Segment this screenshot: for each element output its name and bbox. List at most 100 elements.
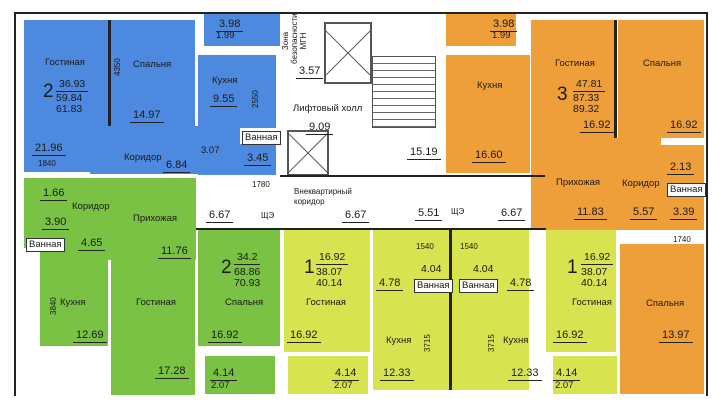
area-value: 1.99 — [216, 30, 235, 41]
apt-yellow-right-living-room — [546, 230, 616, 352]
room-count: 2 — [43, 81, 54, 102]
area-value: 3.39 — [670, 207, 698, 220]
room-label: Спальня — [646, 298, 685, 309]
room-label: Лифтовый холл — [293, 103, 363, 114]
apt-green-living-room — [111, 260, 195, 395]
apt-orange-bedroom-2 — [620, 244, 704, 394]
apt-yellow-left-living-room — [284, 230, 370, 352]
area-value: 4.04 — [473, 263, 494, 275]
area-value: 16.92 — [553, 330, 587, 343]
area-value: 14.97 — [130, 110, 164, 123]
wall — [14, 12, 16, 396]
room-label: Прихожая — [556, 177, 601, 188]
apt-orange-balcony — [446, 14, 516, 46]
apt-yellow-left-balcony — [288, 356, 368, 394]
total-area: 68.86 — [234, 266, 261, 278]
area-value: 3.90 — [42, 217, 70, 230]
apt-yellow-left-kitchen — [373, 230, 451, 390]
dimension: 3715 — [423, 334, 432, 352]
dimension: 4350 — [113, 58, 122, 76]
area-value: 6.67 — [498, 208, 526, 221]
area-value: 11.76 — [158, 246, 191, 259]
wall — [108, 20, 111, 126]
living-area: 34.2 — [234, 252, 261, 265]
bathroom-label: Ванная — [414, 279, 453, 293]
area-value: 3.07 — [201, 145, 220, 156]
apt-blue-balcony — [204, 14, 280, 46]
room-count: 1 — [567, 257, 578, 278]
area-value: 11.83 — [574, 207, 607, 220]
apt-green-hall — [104, 178, 196, 260]
total-area-with-balcony: 40.14 — [581, 277, 608, 289]
area-value: 4.14 — [210, 368, 238, 381]
elevator-2 — [287, 130, 329, 176]
room-label: Спальня — [225, 297, 264, 308]
area-value: 6.84 — [163, 160, 191, 173]
room-label: Кухня — [212, 75, 238, 86]
dimension: 3840 — [49, 297, 58, 315]
area-value: 16.92 — [580, 120, 614, 133]
zone-label: Зона безопасности МГН — [281, 13, 308, 64]
area-value: 13.97 — [659, 330, 693, 343]
corridor-label: Внеквартирный — [294, 187, 352, 196]
living-area: 36.93 — [56, 79, 89, 92]
living-area: 47.81 — [573, 79, 606, 92]
area-value: 9.55 — [210, 94, 238, 107]
room-count: 3 — [557, 84, 568, 105]
area-value: 12.69 — [73, 330, 107, 343]
room-label: Гостиная — [572, 297, 612, 308]
apt-orange-hall — [531, 138, 661, 230]
area-value: 5.51 — [415, 208, 443, 221]
area-value: 16.60 — [472, 150, 506, 163]
wall — [280, 175, 545, 177]
apt-yellow-right-balcony — [553, 356, 617, 394]
area-value: 4.14 — [332, 368, 360, 381]
apt-orange-bedroom-1 — [618, 20, 704, 138]
area-value: 1.99 — [492, 30, 511, 41]
total-area-with-balcony: 61.83 — [56, 103, 83, 115]
room-label: Прихожая — [133, 213, 178, 224]
area-value: 16.92 — [208, 330, 242, 343]
room-label: Коридор — [622, 178, 660, 189]
wall — [449, 230, 452, 390]
total-area-with-balcony: 40.14 — [316, 277, 343, 289]
room-label: Коридор — [72, 201, 110, 212]
wall — [706, 12, 708, 396]
room-label: Гостиная — [306, 297, 346, 308]
area-value: 4.78 — [376, 278, 404, 291]
room-label: Гостиная — [136, 297, 176, 308]
area-value: 12.33 — [508, 368, 542, 381]
area-value: 6.67 — [342, 210, 370, 223]
area-value: 3.98 — [216, 19, 244, 32]
area-value: 5.57 — [630, 207, 658, 220]
living-area: 16.92 — [316, 252, 349, 265]
area-value: 1.66 — [40, 188, 68, 201]
total-area: 59.84 — [56, 92, 83, 104]
dimension: 2550 — [251, 90, 260, 108]
room-label: Кухня — [60, 297, 86, 308]
area-value: 4.65 — [78, 238, 106, 251]
area-value: 15.19 — [407, 147, 441, 160]
corridor-label: коридор — [294, 197, 325, 206]
total-area: 87.33 — [573, 92, 600, 104]
elevator-1 — [324, 22, 372, 84]
area-value: 17.28 — [155, 366, 189, 379]
area-value: 12.33 — [380, 368, 414, 381]
dimension: 1740 — [673, 235, 691, 244]
room-label: Спальня — [643, 58, 682, 69]
bathroom-label: Ванная — [26, 238, 65, 252]
bathroom-label: Ванная — [242, 131, 281, 145]
apt-blue-kitchen — [198, 55, 276, 175]
apt-green-bedroom — [198, 230, 280, 346]
apt-green-small-rooms — [24, 178, 104, 248]
room-label: Гостиная — [555, 58, 595, 69]
total-area: 38.07 — [581, 266, 608, 278]
dimension: 1540 — [460, 242, 478, 251]
area-value: 3.98 — [490, 19, 518, 32]
room-label: Гостиная — [45, 57, 85, 68]
staircase — [372, 56, 436, 128]
living-area: 16.92 — [581, 252, 614, 265]
area-value: 4.04 — [421, 263, 442, 275]
apt-yellow-right-kitchen — [451, 230, 529, 390]
total-area-with-balcony: 89.32 — [573, 103, 600, 115]
